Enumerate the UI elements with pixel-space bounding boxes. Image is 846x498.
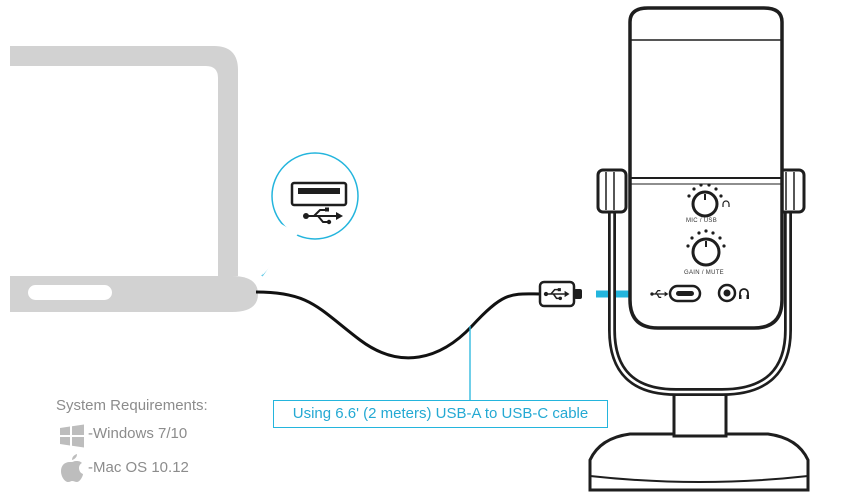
windows-logo-icon: [60, 424, 84, 448]
laptop-screen: [0, 46, 238, 276]
apple-logo-icon: [61, 454, 83, 482]
mic-usb-knob: [687, 183, 730, 218]
cable-label: Using 6.6' (2 meters) USB-A to USB-C cab…: [273, 400, 608, 428]
gain-mute-knob: [686, 229, 726, 267]
usb-symbol-icon: [650, 290, 669, 298]
usb-port-callout: [261, 152, 359, 277]
gain-mute-knob-label: GAIN / MUTE: [684, 270, 724, 276]
mic-usb-knob-label: MIC / USB: [686, 218, 718, 224]
headphone-icon: [722, 200, 730, 207]
microphone: [588, 6, 810, 492]
system-requirements-title: System Requirements:: [56, 397, 208, 414]
mic-stand-base: [588, 432, 810, 492]
usb-c-plug: [538, 280, 582, 308]
usb-symbol-icon: [303, 207, 343, 225]
laptop-slot: [28, 285, 112, 300]
usb-symbol-icon: [543, 288, 570, 301]
usb-cable: [255, 290, 543, 360]
headphone-icon: [739, 288, 749, 297]
mic-stand-neck: [672, 388, 728, 438]
requirement-mac: -Mac OS 10.12: [88, 459, 189, 476]
laptop: [0, 46, 258, 312]
left-mount-knob: [596, 168, 628, 214]
requirement-windows: -Windows 7/10: [88, 425, 188, 442]
mic-body: [628, 6, 784, 330]
usb-a-port-icon: [290, 181, 348, 207]
